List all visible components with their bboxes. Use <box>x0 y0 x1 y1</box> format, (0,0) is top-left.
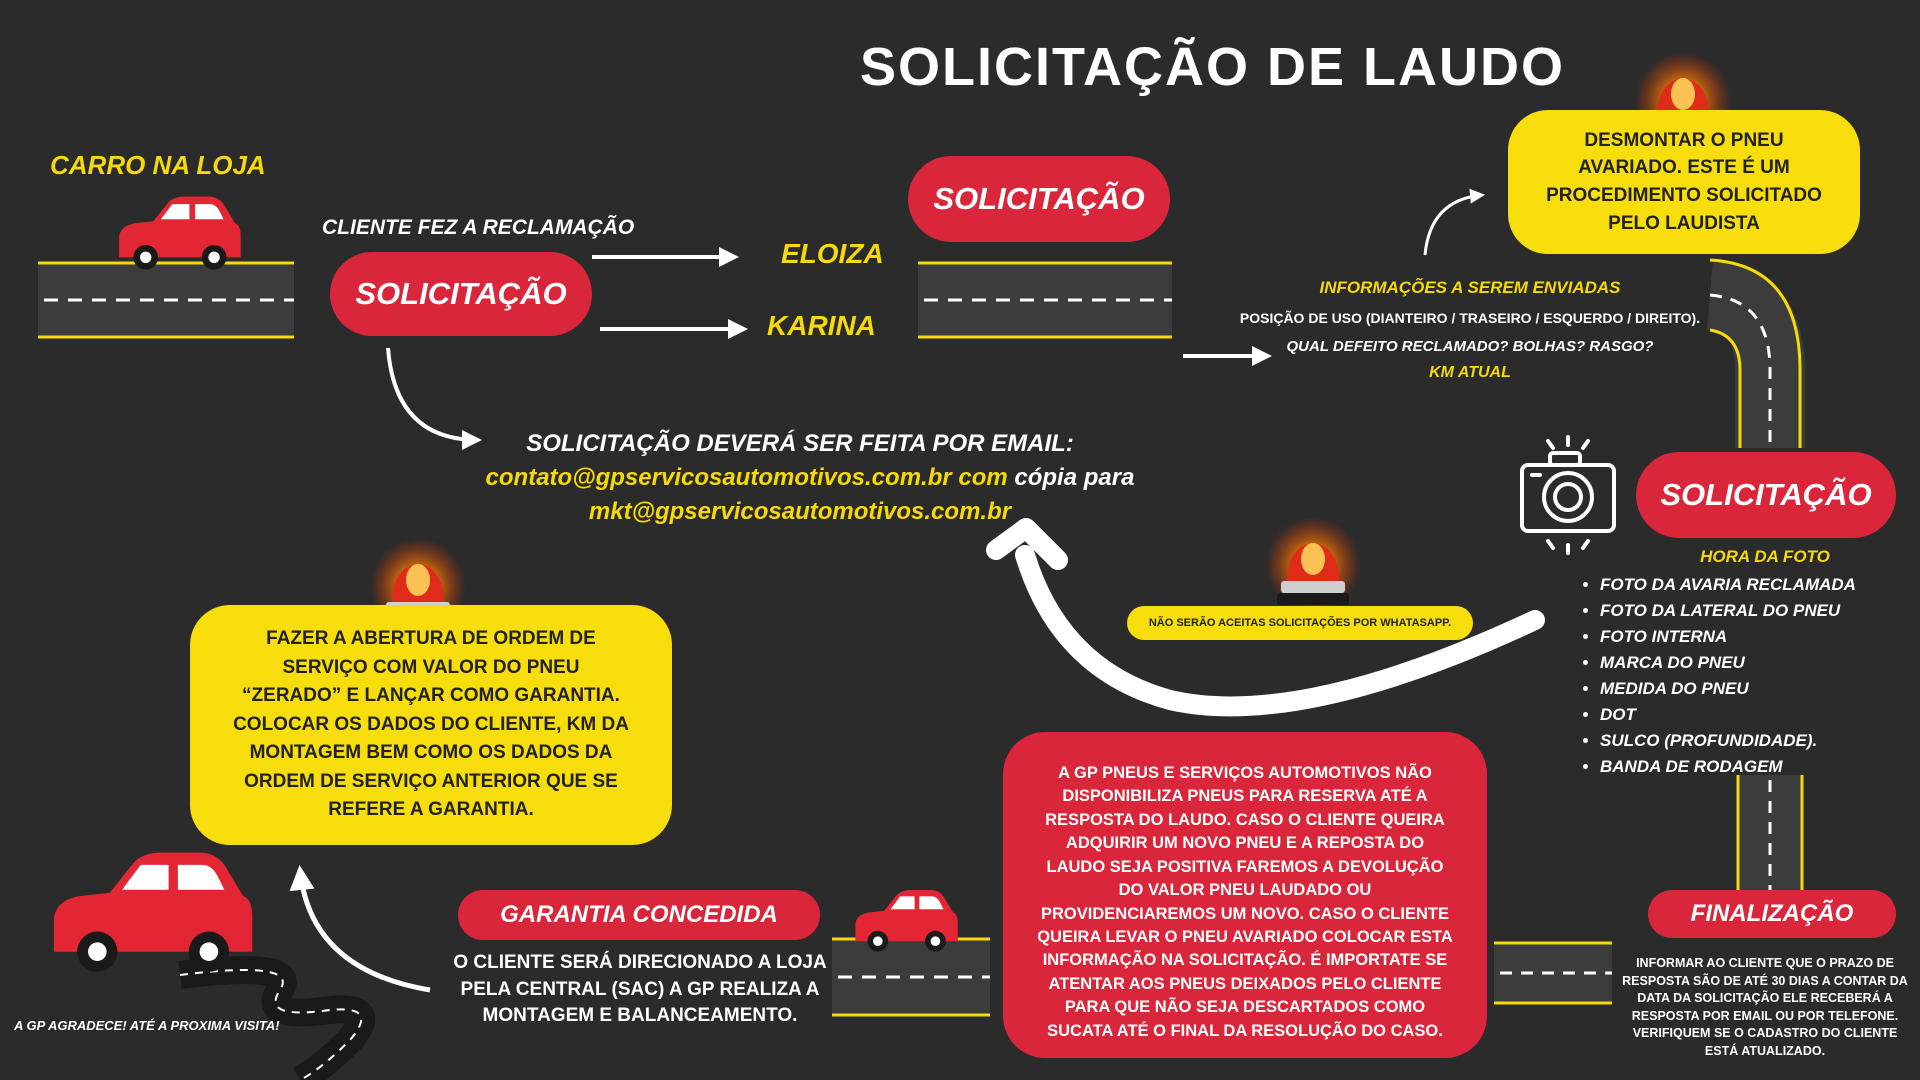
warranty-instructions-box: FAZER A ABERTURA DE ORDEM DE SERVIÇO COM… <box>190 605 672 845</box>
list-item: DOT <box>1600 705 1920 725</box>
info-title: INFORMAÇÕES A SEREM ENVIADAS <box>1319 278 1621 297</box>
finalization-text: INFORMAR AO CLIENTE QUE O PRAZO DE RESPO… <box>1622 956 1908 1058</box>
siren-icon <box>1265 517 1361 613</box>
request-pill: SOLICITAÇÃO <box>908 156 1170 242</box>
page-title: SOLICITAÇÃO DE LAUDO <box>860 37 1565 97</box>
info-line-position: POSIÇÃO DE USO (DIANTEIRO / TRASEIRO / E… <box>1239 310 1701 326</box>
arrow-to-dismount <box>1423 188 1485 256</box>
info-line-km: KM ATUAL <box>1429 364 1511 381</box>
road-start <box>38 261 294 339</box>
list-item: BANDA DE RODAGEM <box>1600 757 1920 777</box>
road-middle <box>918 261 1172 339</box>
list-item: FOTO INTERNA <box>1600 627 1920 647</box>
gp-policy-box: A GP PNEUS E SERVIÇOS AUTOMOTIVOS NÃO DI… <box>1003 732 1487 1058</box>
request-pill: SOLICITAÇÃO <box>1636 452 1896 538</box>
email-copy[interactable]: mkt@gpservicosautomotivos.com.br <box>588 498 1012 525</box>
whatsapp-warning: NÃO SERÃO ACEITAS SOLICITAÇÕES POR WHATA… <box>1127 606 1473 640</box>
thanks-note: A GP AGRADECE! ATÉ A PROXIMA VISITA! <box>14 1018 280 1033</box>
arrow-big-curve <box>1015 545 1545 717</box>
email-primary-line: contato@gpservicosautomotivos.com.br com… <box>380 464 1240 492</box>
arrow-to-warranty-box <box>289 865 431 993</box>
photo-time-title: HORA DA FOTO <box>1700 547 1830 566</box>
car-icon <box>119 196 241 270</box>
camera-icon <box>1520 435 1616 555</box>
copy-text: cópia para <box>1014 464 1135 491</box>
list-item: MARCA DO PNEU <box>1600 653 1920 673</box>
warranty-granted-text: O CLIENTE SERÁ DIRECIONADO A LOJA PELA C… <box>453 952 827 1027</box>
list-item: FOTO DA LATERAL DO PNEU <box>1600 601 1920 621</box>
arrow-big-curve-head <box>986 518 1068 570</box>
email-primary[interactable]: contato@gpservicosautomotivos.com.br com <box>485 464 1008 491</box>
email-instruction: SOLICITAÇÃO DEVERÁ SER FEITA POR EMAIL: <box>526 430 1074 457</box>
contact-eloiza: ELOIZA <box>781 238 884 269</box>
road-winding-end <box>178 956 376 1080</box>
car-icon <box>53 852 253 972</box>
dismount-tire-box: DESMONTAR O PNEU AVARIADO. ESTE É UM PRO… <box>1508 110 1860 254</box>
step-car-store-label: CARRO NA LOJA <box>50 150 266 180</box>
list-item: MEDIDA DO PNEU <box>1600 679 1920 699</box>
request-pill: SOLICITAÇÃO <box>330 252 592 336</box>
warranty-granted-pill: GARANTIA CONCEDIDA <box>458 890 820 940</box>
arrow-to-email <box>386 347 482 450</box>
road-bottom-right <box>1494 941 1612 1005</box>
road-curve-right <box>1705 258 1805 448</box>
client-complaint-label: CLIENTE FEZ A RECLAMAÇÃO <box>322 216 635 239</box>
road-vertical-right <box>1736 775 1804 893</box>
contact-karina: KARINA <box>767 310 876 341</box>
finalization-pill: FINALIZAÇÃO <box>1648 890 1896 938</box>
photo-checklist: FOTO DA AVARIA RECLAMADA FOTO DA LATERAL… <box>1582 575 1920 783</box>
list-item: SULCO (PROFUNDIDADE). <box>1600 731 1920 751</box>
list-item: FOTO DA AVARIA RECLAMADA <box>1600 575 1920 595</box>
road-bottom-middle <box>832 937 990 1017</box>
info-line-defect: QUAL DEFEITO RECLAMADO? BOLHAS? RASGO? <box>1286 338 1654 355</box>
